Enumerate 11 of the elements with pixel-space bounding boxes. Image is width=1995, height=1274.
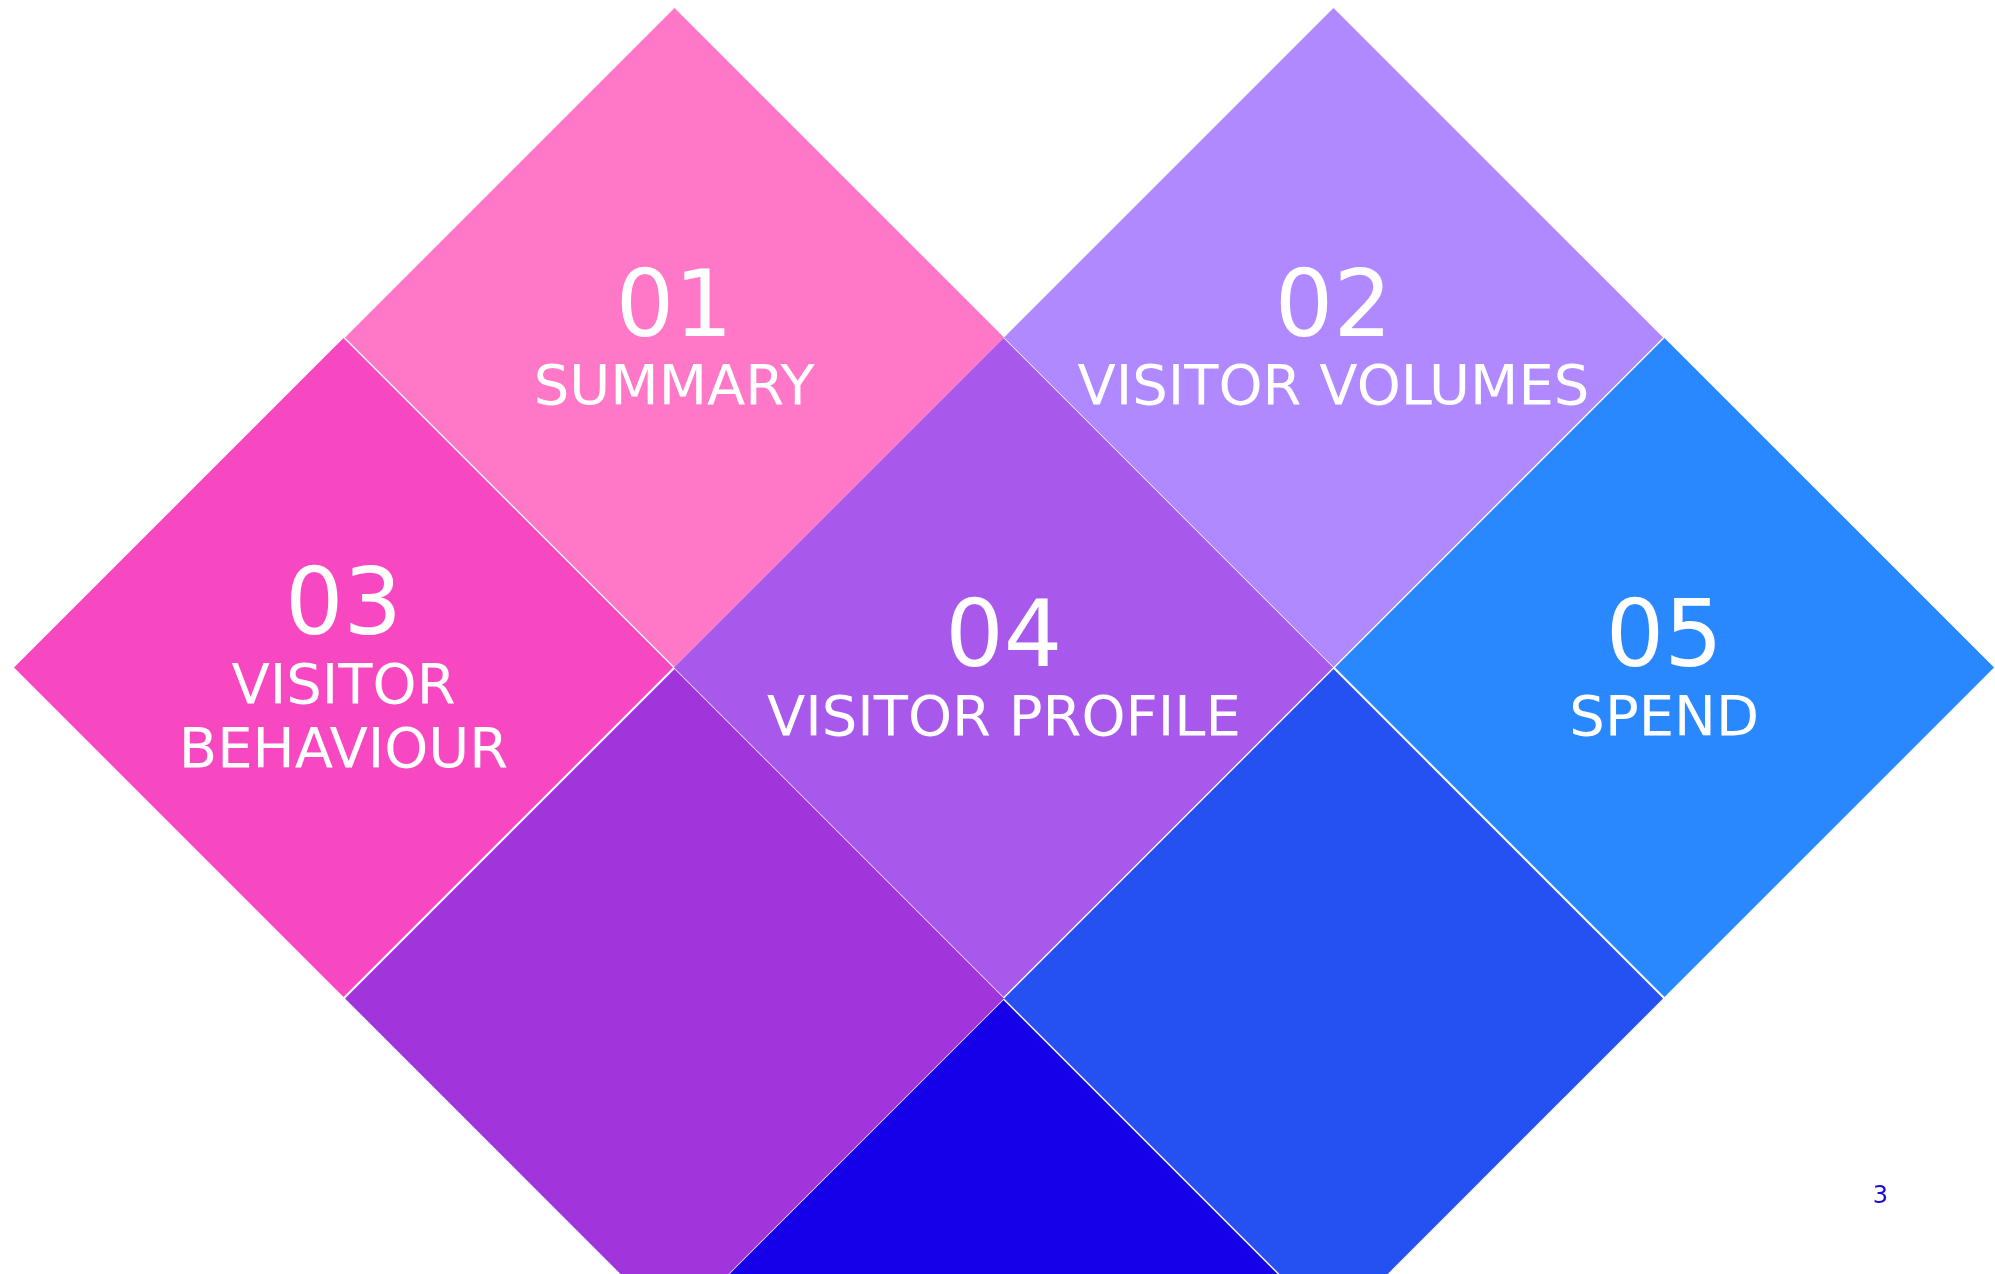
section-number: 05 <box>1605 587 1723 685</box>
section-title: VISITOR PROFILE <box>766 684 1241 749</box>
section-number: 04 <box>945 587 1063 685</box>
section-title: VISITOR BEHAVIOUR <box>177 651 510 781</box>
section-number: 02 <box>1274 256 1392 354</box>
page-number: 3 <box>1872 1180 1889 1209</box>
section-title: SPEND <box>1569 684 1760 749</box>
section-title: SUMMARY <box>533 353 815 418</box>
section-title: VISITOR VOLUMES <box>1077 353 1590 418</box>
section-number: 03 <box>284 555 403 652</box>
section-number: 01 <box>615 256 733 354</box>
